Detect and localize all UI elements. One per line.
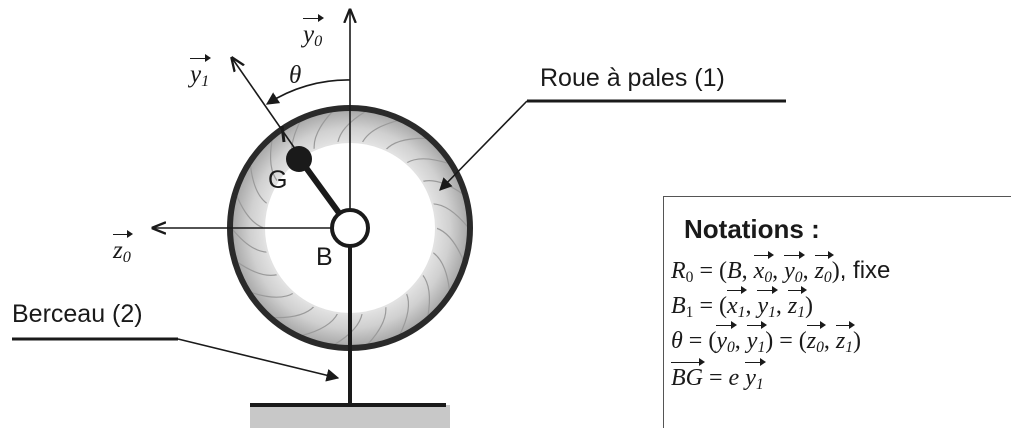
wheel-blade — [432, 251, 451, 292]
theta-arc — [265, 79, 351, 105]
notation-r0: R0 = (B, x0, y0, z0), fixe — [671, 250, 891, 286]
wheel-blade — [313, 110, 334, 150]
wheel-blade — [301, 312, 339, 337]
cradle-base-shadow — [250, 405, 450, 428]
wheel-blade — [333, 312, 363, 346]
pivot-b — [330, 208, 370, 248]
wheel-blade — [250, 291, 295, 298]
notations-title: Notations : — [684, 214, 820, 244]
wheel-blade — [273, 305, 315, 319]
notations-box — [663, 196, 1011, 428]
wheel-blade — [231, 228, 268, 253]
notation-bg: BG = e y1 — [671, 357, 767, 392]
wheel-blades — [231, 110, 469, 346]
y1-axis-label: y1 — [190, 53, 212, 89]
cradle-label: Berceau (2) — [12, 300, 143, 328]
point-g-label: G — [268, 166, 288, 194]
wheel-blade — [405, 158, 450, 165]
wheel-blade — [432, 203, 469, 228]
wheel-blade — [249, 164, 268, 205]
wheel-blade — [361, 119, 399, 144]
wheel-blade — [337, 110, 367, 144]
wheel-blade — [399, 292, 410, 336]
theta-label: θ — [289, 62, 302, 89]
notation-b1: B1 = (x1, y1, z1) — [671, 285, 813, 320]
y0-axis-label: y0 — [303, 13, 325, 49]
wheel-blade — [421, 274, 431, 317]
point-b-label: B — [316, 243, 333, 271]
notation-theta: θ = (y0, y1) = (z0, z1) — [671, 320, 861, 355]
wheel-label: Roue à pales (1) — [540, 64, 725, 92]
wheel-blade — [236, 261, 278, 276]
z0-axis-label: z0 — [113, 229, 133, 265]
wheel-blade — [385, 137, 427, 151]
cradle-leader-line — [177, 338, 340, 382]
mass-point-g — [286, 146, 312, 172]
wheel-blade — [236, 195, 265, 229]
rim-marker — [280, 125, 286, 143]
wheel-blade — [435, 227, 464, 261]
wheel-blade — [366, 306, 387, 346]
wheel-leader-line — [439, 100, 528, 191]
wheel-blade — [269, 139, 279, 182]
